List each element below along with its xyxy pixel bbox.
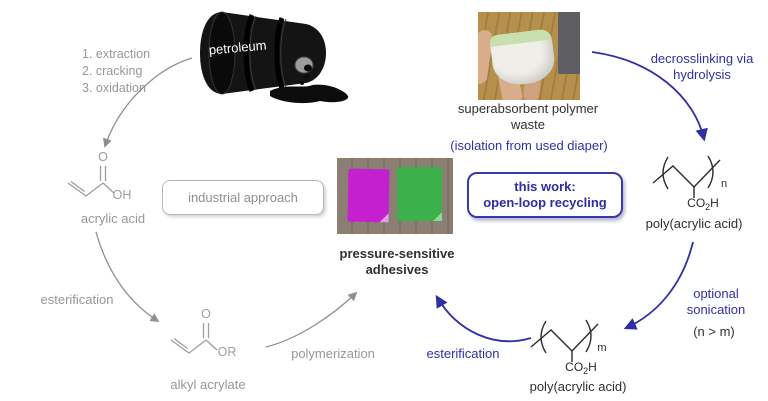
arrow-sonication bbox=[623, 241, 694, 330]
carboxyl-group: CO2H bbox=[687, 196, 719, 212]
paa-m-structure: CO2H m bbox=[528, 316, 624, 380]
oil-drop bbox=[304, 74, 310, 80]
industrial-approach-text: industrial approach bbox=[188, 190, 298, 205]
industrial-approach-box: industrial approach bbox=[162, 180, 324, 215]
sonication-line1: optional bbox=[693, 286, 739, 301]
barrel-cap-hole bbox=[304, 64, 312, 72]
barrel-ring bbox=[243, 13, 255, 93]
paa-n-structure: CO2H n bbox=[650, 152, 746, 216]
alkyl-acrylate-label: alkyl acrylate bbox=[170, 377, 246, 392]
psa-label-line1: pressure-sensitive bbox=[339, 246, 455, 261]
esterification-blue-label: esterification bbox=[426, 346, 500, 361]
psa-label-line2: adhesives bbox=[365, 262, 429, 277]
barrel-end bbox=[208, 11, 236, 95]
sap-waste-line1: superabsorbent polymer bbox=[457, 101, 599, 116]
arrow-polymerization bbox=[265, 291, 358, 348]
this-work-line2: open-loop recycling bbox=[483, 195, 607, 210]
carboxyl-sub: 2 bbox=[583, 366, 589, 376]
hydroxyl-group: OH bbox=[112, 188, 132, 202]
carboxyl-h: H bbox=[588, 360, 597, 374]
acrylic-acid-structure: O OH bbox=[60, 150, 140, 206]
alkyl-acrylate-bonds bbox=[170, 323, 218, 354]
paa-m-label: poly(acrylic acid) bbox=[529, 379, 627, 394]
sonication-line2: sonication bbox=[686, 302, 746, 317]
decrosslinking-line1: decrosslinking via bbox=[650, 51, 754, 66]
repeat-subscript-m: m bbox=[597, 342, 607, 354]
carboxyl-co: CO bbox=[565, 360, 584, 374]
paa-n-label: poly(acrylic acid) bbox=[645, 216, 743, 231]
oil-spill bbox=[270, 84, 349, 104]
barrel-ring-highlight bbox=[280, 18, 287, 88]
refining-step: 1. extraction bbox=[82, 47, 151, 61]
alkyl-acrylate-structure: O OR bbox=[163, 307, 243, 363]
acrylic-acid-bonds bbox=[67, 166, 115, 197]
note-fold bbox=[433, 212, 442, 221]
repeat-subscript-n: n bbox=[720, 178, 728, 190]
alkoxy-group: OR bbox=[217, 345, 237, 359]
refining-step: 2. cracking bbox=[82, 64, 143, 78]
arrow-decrosslinking bbox=[591, 51, 708, 142]
isolation-note: (isolation from used diaper) bbox=[450, 138, 608, 153]
carboxyl-h: H bbox=[710, 196, 719, 210]
arrow-esterification-blue bbox=[435, 294, 532, 343]
arrow-petroleum-to-acrylic-acid bbox=[103, 57, 193, 148]
sap-waste-line2: waste bbox=[511, 117, 545, 132]
background-furniture bbox=[558, 12, 580, 74]
n-greater-m-note: (n > m) bbox=[693, 324, 735, 339]
green-note bbox=[397, 167, 442, 221]
sticky-notes-photo bbox=[337, 158, 453, 234]
arrow-esterification-gray bbox=[95, 231, 160, 322]
carboxyl-co: CO bbox=[687, 196, 706, 210]
paa-m-bonds bbox=[530, 319, 599, 362]
diaper-photo bbox=[478, 12, 580, 100]
refining-step: 3. oxidation bbox=[82, 81, 146, 95]
acrylic-acid-label: acrylic acid bbox=[80, 211, 146, 226]
oil-drop bbox=[300, 81, 304, 85]
petroleum-label: petroleum bbox=[208, 38, 267, 58]
this-work-box: this work: open-loop recycling bbox=[467, 172, 623, 218]
petroleum-barrel-illustration: petroleum bbox=[200, 11, 349, 104]
paa-n-bonds bbox=[652, 155, 721, 198]
carboxyl-sub: 2 bbox=[705, 202, 711, 212]
carboxyl-group: CO2H bbox=[565, 360, 597, 376]
polymerization-label: polymerization bbox=[291, 346, 375, 361]
refining-steps: 1. extraction 2. cracking 3. oxidation bbox=[82, 46, 150, 97]
oxygen-atom: O bbox=[98, 150, 108, 164]
this-work-line1: this work: bbox=[514, 179, 576, 194]
decrosslinking-line2: hydrolysis bbox=[673, 67, 731, 82]
barrel-ring-highlight bbox=[249, 15, 257, 91]
barrel-ring bbox=[274, 17, 285, 89]
oxygen-atom: O bbox=[201, 307, 211, 321]
esterification-gray-label: esterification bbox=[40, 292, 114, 307]
